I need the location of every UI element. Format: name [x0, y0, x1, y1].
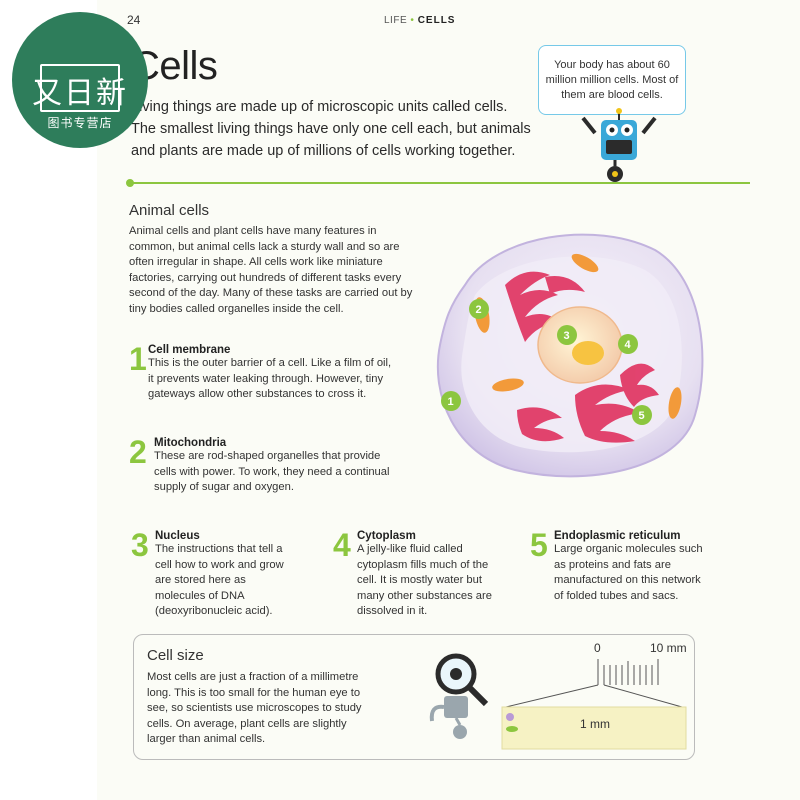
- organelle-number-3: 3: [131, 527, 149, 563]
- fact-speech-bubble: Your body has about 60 million million c…: [538, 45, 686, 115]
- diagram-label-4: 4: [618, 334, 638, 354]
- organelle-item-3: 3 Nucleus The instructions that tell a c…: [131, 527, 299, 620]
- robot-illustration: [581, 108, 657, 182]
- svg-text:2: 2: [476, 304, 482, 316]
- cell-size-heading: Cell size: [147, 647, 204, 664]
- animal-cells-text: Animal cells and plant cells have many f…: [129, 225, 413, 315]
- store-logo-subtitle: 图书专营店: [47, 116, 113, 130]
- nucleolus-shape: [572, 341, 604, 365]
- organelle-title-5: Endoplasmic reticulum: [554, 530, 681, 542]
- section-divider: [130, 182, 750, 184]
- organelle-number-2: 2: [129, 434, 147, 470]
- mitochondrion-shape: [571, 253, 599, 273]
- scale-label-zoom: 1 mm: [580, 717, 610, 731]
- cell-size-text: Most cells are just a fraction of a mill…: [147, 671, 362, 745]
- fact-text: Your body has about 60 million million c…: [545, 58, 679, 101]
- organelle-text-3: The instructions that tell a cell how to…: [155, 543, 284, 617]
- organelle-number-1: 1: [129, 341, 147, 377]
- scale-label-start: 0: [594, 641, 601, 655]
- section-divider-dot: [126, 179, 134, 187]
- animal-cell-diagram: 1 2 3 4 5: [436, 233, 704, 478]
- organelle-number-5: 5: [530, 527, 548, 563]
- organelle-text-2: These are rod-shaped organelles that pro…: [154, 450, 390, 493]
- organelle-text-4: A jelly-like fluid called cytoplasm fill…: [357, 543, 492, 617]
- organelle-text-1: This is the outer barrier of a cell. Lik…: [148, 357, 392, 400]
- store-logo-frame: [40, 64, 120, 112]
- mitochondrion-shape: [492, 378, 524, 392]
- organelle-item-5: 5 Endoplasmic reticulum Large organic mo…: [530, 527, 705, 604]
- svg-text:5: 5: [639, 410, 645, 422]
- diagram-label-1: 1: [441, 391, 461, 411]
- diagram-label-5: 5: [632, 405, 652, 425]
- diagram-label-2: 2: [469, 299, 489, 319]
- organelle-title-2: Mitochondria: [154, 437, 227, 449]
- scale-label-end: 10 mm: [650, 641, 687, 655]
- mitochondrion-shape: [668, 387, 682, 419]
- diagram-label-3: 3: [557, 325, 577, 345]
- running-head-topic: CELLS: [417, 15, 456, 26]
- svg-text:3: 3: [564, 330, 570, 342]
- animal-cells-heading: Animal cells: [129, 202, 210, 219]
- organelle-title-1: Cell membrane: [148, 344, 231, 356]
- organelle-title-4: Cytoplasm: [357, 530, 416, 542]
- running-head: LIFE • CELLS: [384, 15, 456, 26]
- page-number: 24: [127, 13, 141, 27]
- organelle-item-4: 4 Cytoplasm A jelly-like fluid called cy…: [333, 527, 505, 620]
- magnifier-robot-illustration: [429, 653, 489, 739]
- svg-text:1: 1: [448, 396, 454, 408]
- millimetre-scale-illustration: [501, 659, 687, 750]
- running-head-section: LIFE: [384, 15, 408, 26]
- organelle-text-5: Large organic molecules such as proteins…: [554, 543, 703, 602]
- intro-paragraph: Living things are made up of microscopic…: [131, 99, 531, 159]
- svg-text:4: 4: [625, 339, 632, 351]
- organelle-item-1: 1 Cell membrane This is the outer barrie…: [129, 341, 399, 403]
- organelle-title-3: Nucleus: [155, 530, 200, 542]
- store-logo: 又日新 图书专营店: [12, 12, 148, 148]
- store-logo-name: 又日新: [32, 76, 128, 111]
- organelle-item-2: 2 Mitochondria These are rod-shaped orga…: [129, 434, 399, 496]
- organelle-number-4: 4: [333, 527, 351, 563]
